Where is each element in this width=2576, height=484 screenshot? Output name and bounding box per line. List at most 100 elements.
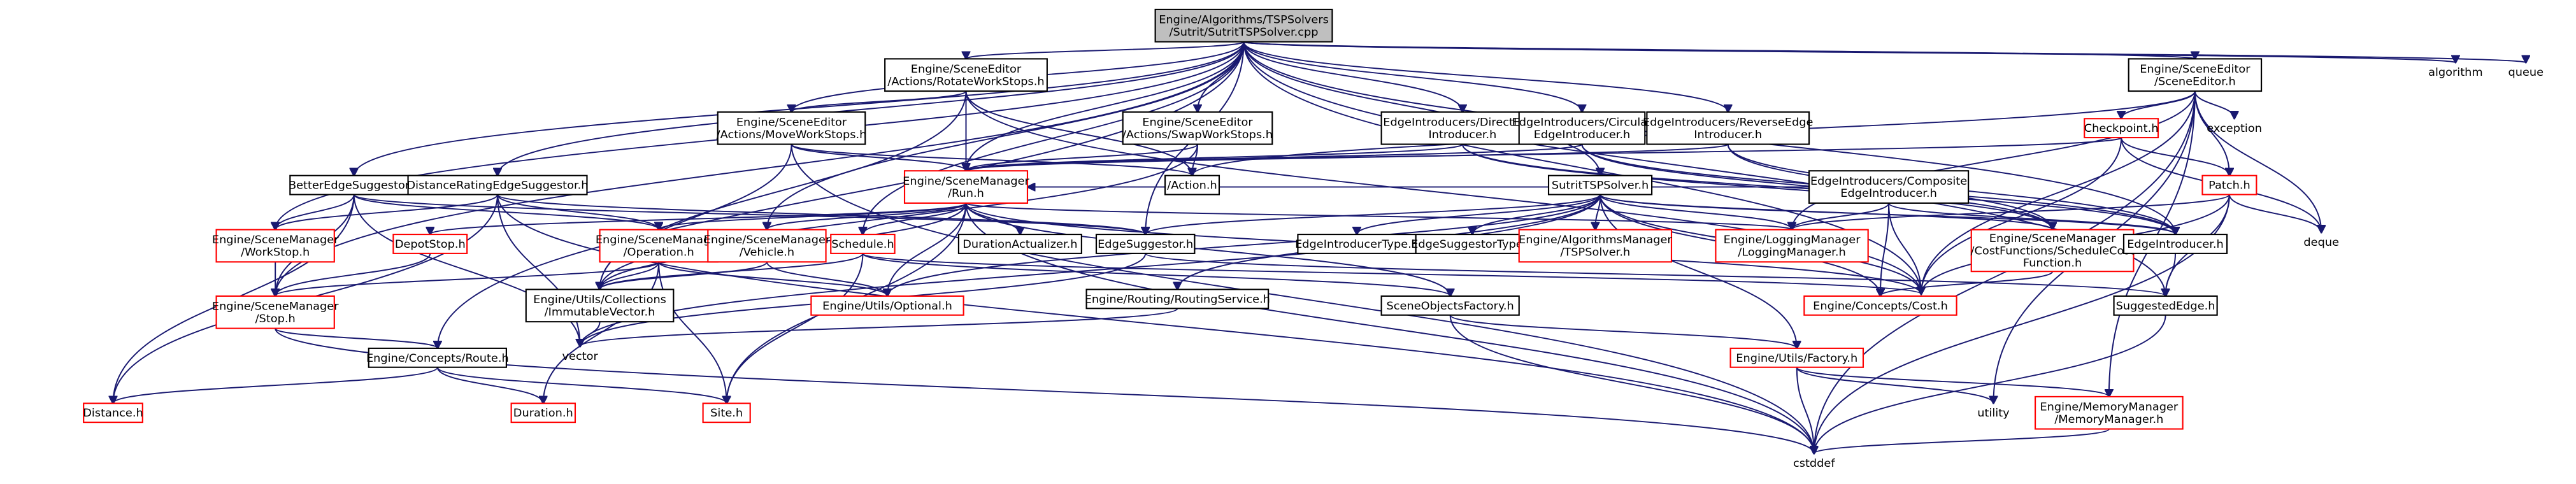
- node-label: /LoggingManager.h: [1738, 246, 1845, 259]
- node-scene-manager-workstop[interactable]: Engine/SceneManager/WorkStop.h: [212, 229, 339, 263]
- node-suggested-edge[interactable]: SuggestedEdge.h: [2113, 295, 2218, 316]
- node-patch[interactable]: Patch.h: [2201, 174, 2258, 196]
- node-label: /ImmutableVector.h: [545, 306, 655, 319]
- node-label: Engine/LoggingManager: [1724, 234, 1861, 247]
- edge-root-to-circular-edge-introducer: [1243, 41, 1582, 112]
- edge-sutrit-tsp-solver-to-utils-optional: [887, 194, 1601, 295]
- node-rotate-work-stops[interactable]: Engine/SceneEditor/Actions/RotateWorkSto…: [884, 58, 1048, 92]
- edge-routing-service-to-vector: [580, 308, 1178, 346]
- node-label: algorithm: [2428, 66, 2483, 79]
- edge-patch-to-logging-manager: [1792, 194, 2230, 229]
- edge-checkpoint-to-patch: [2121, 137, 2229, 176]
- edge-scene-editor-to-cstddef: [1814, 91, 2196, 453]
- node-label: Engine/SceneEditor: [911, 63, 1022, 76]
- node-label: EdgeIntroducers/Circular: [1512, 117, 1653, 129]
- node-distance-rating-edge-suggestor[interactable]: DistanceRatingEdgeSuggestor.h: [407, 174, 589, 196]
- node-label: Engine/Routing/RoutingService.h: [1085, 294, 1270, 306]
- edge-scene-editor-to-exception: [2194, 90, 2235, 118]
- edge-scene-objects-factory-to-cstddef: [1449, 315, 1814, 454]
- node-routing-service[interactable]: Engine/Routing/RoutingService.h: [1085, 288, 1270, 310]
- node-better-edge-suggestor[interactable]: BetterEdgeSuggestor.h: [289, 174, 419, 196]
- node-root[interactable]: Engine/Algorithms/TSPSolvers/Sutrit/Sutr…: [1154, 8, 1333, 43]
- node-edge-introducer[interactable]: EdgeIntroducer.h: [2122, 234, 2228, 254]
- node-queue: queue: [2508, 66, 2544, 79]
- edge-root-to-rotate-work-stops: [966, 41, 1245, 59]
- node-action[interactable]: /Action.h: [1164, 174, 1220, 196]
- node-label: /Action.h: [1167, 180, 1217, 192]
- edge-rotate-work-stops-to-move-work-stops: [792, 90, 967, 112]
- edge-swap-work-stops-to-scene-manager-run: [966, 143, 1199, 171]
- edge-scene-manager-operation-to-site: [658, 262, 727, 403]
- edge-move-work-stops-to-scene-manager-run: [791, 144, 966, 171]
- node-label: Schedule.h: [831, 238, 894, 251]
- node-memory-manager[interactable]: Engine/MemoryManager/MemoryManager.h: [2034, 395, 2184, 430]
- node-label: Engine/SceneManager: [596, 234, 722, 247]
- node-edge-introducer-type[interactable]: EdgeIntroducerType.h: [1295, 234, 1419, 254]
- node-label: Introducer.h: [1694, 129, 1762, 141]
- edge-composite-edge-introducer-to-memory: [1888, 203, 1921, 294]
- node-edge-suggestor-type[interactable]: EdgeSuggestorType.h: [1411, 234, 1534, 254]
- node-label: EdgeIntroducerType.h: [1295, 238, 1419, 251]
- node-composite-edge-introducer[interactable]: EdgeIntroducers/CompositeEdgeIntroducer.…: [1808, 170, 1970, 204]
- node-schedule[interactable]: Schedule.h: [830, 234, 896, 254]
- node-logging-manager[interactable]: Engine/LoggingManager/LoggingManager.h: [1715, 229, 1869, 263]
- edge-better-edge-suggestor-to-vector: [353, 194, 580, 346]
- node-utility: utility: [1977, 407, 2009, 420]
- node-label: Engine/Utils/Optional.h: [822, 300, 952, 313]
- node-label: BetterEdgeSuggestor.h: [289, 180, 419, 192]
- node-algorithms-manager-tsp-solver[interactable]: Engine/AlgorithmsManager/TSPSolver.h: [1518, 229, 1673, 263]
- edge-checkpoint-to-scene-manager-run: [966, 137, 2122, 171]
- edge-distance-rating-edge-suggestor-to-vector: [497, 194, 580, 346]
- edge-scene-manager-stop-to-cstddef: [275, 328, 1814, 454]
- node-concepts-cost[interactable]: Engine/Concepts/Cost.h: [1803, 295, 1957, 316]
- node-label: /SceneEditor.h: [2154, 76, 2236, 89]
- node-label: Engine/Utils/Factory.h: [1736, 352, 1857, 365]
- node-immutable-vector[interactable]: Engine/Utils/Collections/ImmutableVector…: [525, 288, 675, 323]
- node-label: Engine/AlgorithmsManager: [1519, 234, 1673, 247]
- edge-utils-factory-to-memory-manager: [1796, 366, 2109, 397]
- node-label: SutritTSPSolver.h: [1552, 180, 1649, 192]
- node-utils-factory[interactable]: Engine/Utils/Factory.h: [1729, 347, 1864, 368]
- node-duration-actualizer[interactable]: DurationActualizer.h: [957, 234, 1082, 254]
- node-label: Engine/SceneManager: [212, 301, 339, 313]
- node-concepts-route[interactable]: Engine/Concepts/Route.h: [366, 347, 509, 368]
- node-label: EdgeIntroducer.h: [2127, 238, 2224, 251]
- node-checkpoint[interactable]: Checkpoint.h: [2084, 118, 2159, 139]
- node-scene-objects-factory[interactable]: SceneObjectsFactory.h: [1380, 295, 1520, 316]
- edge-sutrit-tsp-solver-to-edge-introducer-type: [1357, 194, 1601, 234]
- node-schedule-cost-function[interactable]: Engine/SceneManager/CostFunctions/Schedu…: [1971, 229, 2135, 273]
- node-duration[interactable]: Duration.h: [510, 402, 576, 424]
- node-scene-manager-run[interactable]: Engine/SceneManager/Run.h: [903, 170, 1030, 204]
- node-scene-manager-stop[interactable]: Engine/SceneManager/Stop.h: [212, 295, 339, 329]
- edge-concepts-route-to-duration: [436, 367, 543, 404]
- node-depot-stop[interactable]: DepotStop.h: [392, 234, 468, 254]
- edge-scene-manager-run-to-logging-manager: [965, 202, 1792, 230]
- edge-composite-edge-introducer-to-logging-manager: [1792, 203, 1890, 230]
- edge-composite-edge-introducer-to-edge-introducer: [1888, 203, 2175, 234]
- node-label: Engine/SceneEditor: [2140, 63, 2250, 76]
- node-swap-work-stops[interactable]: Engine/SceneEditor/Actions/SwapWorkStops…: [1122, 111, 1273, 145]
- edge-move-work-stops-to-immutable-vector: [600, 144, 792, 290]
- node-move-work-stops[interactable]: Engine/SceneEditor/Actions/MoveWorkStops…: [717, 111, 867, 145]
- node-distance[interactable]: Distance.h: [83, 402, 143, 424]
- node-label: Duration.h: [513, 407, 573, 420]
- edge-root-to-scene-manager-run: [966, 41, 1245, 171]
- node-label: Engine/SceneManager: [1989, 232, 2116, 245]
- node-cstddef: cstddef: [1793, 457, 1836, 470]
- node-scene-manager-vehicle[interactable]: Engine/SceneManager/Vehicle.h: [704, 229, 831, 263]
- node-edge-suggestor[interactable]: EdgeSuggestor.h: [1095, 234, 1196, 254]
- node-sutrit-tsp-solver[interactable]: SutritTSPSolver.h: [1547, 174, 1653, 196]
- node-label: Engine/SceneManager: [212, 234, 339, 247]
- node-site[interactable]: Site.h: [702, 402, 751, 424]
- node-label: queue: [2508, 66, 2544, 79]
- edge-root-to-concepts-route: [438, 41, 1245, 348]
- edge-scene-manager-run-to-scene-manager-vehicle: [767, 202, 967, 230]
- node-scene-editor[interactable]: Engine/SceneEditor/SceneEditor.h: [2128, 58, 2263, 92]
- edge-root-to-reverse-edge-introducer: [1243, 41, 1728, 112]
- node-utils-optional[interactable]: Engine/Utils/Optional.h: [810, 295, 964, 316]
- edge-scene-manager-vehicle-to-utils-optional: [766, 261, 887, 296]
